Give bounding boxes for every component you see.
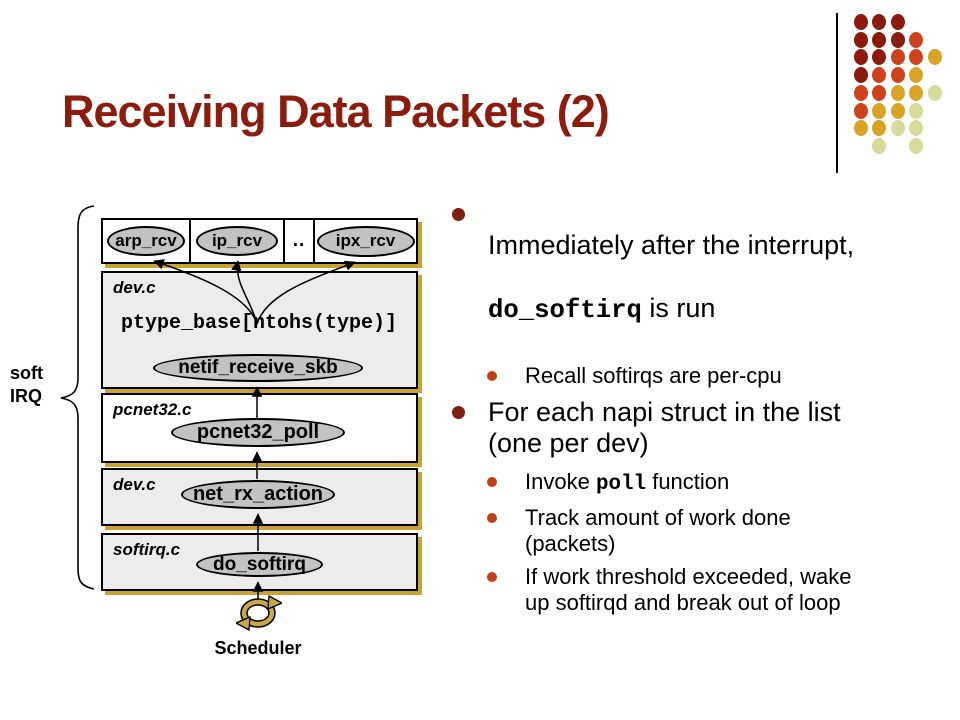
ptype-base-code: ptype_base[ntohs(type)] [121, 312, 398, 335]
bullet-suffix: is run [641, 292, 716, 323]
bullet-dot-level2 [487, 572, 497, 583]
ellipsis-cell: .. [285, 220, 315, 262]
decoration-dot [909, 31, 924, 48]
decoration-dot [872, 67, 887, 84]
cycle-arrows-icon [236, 595, 282, 631]
decoration-dot [854, 102, 868, 119]
ipx-rcv-ellipse: ipx_rcv [316, 225, 415, 257]
pcnet32-c-label: pcnet32.c [113, 400, 192, 419]
bullet-item-2-sub-1: Invoke poll function [445, 469, 950, 497]
decoration-dot [872, 31, 887, 48]
decoration-dot [890, 49, 905, 66]
decoration-dot [872, 14, 887, 30]
decoration-dot [927, 84, 942, 101]
bullet-dot-level2 [487, 371, 497, 381]
bullet-list: Immediately after the interrupt, do_soft… [445, 199, 950, 615]
bullet-item-2-sub-3: If work threshold exceeded, wake up soft… [445, 564, 950, 615]
bullet-text: Immediately after the interrupt, do_soft… [488, 199, 854, 357]
decoration-dot [854, 31, 868, 48]
ip-rcv-ellipse: ip_rcv [196, 226, 278, 256]
bullet-line: Immediately after the interrupt, [488, 230, 855, 261]
decoration-dot [872, 102, 887, 119]
soft-irq-brace [60, 205, 95, 590]
decoration-dot [890, 67, 905, 84]
bullet-text: Recall softirqs are per-cpu [525, 363, 782, 388]
dev-c-label: dev.c [113, 278, 156, 297]
bullet-item-2: For each napi struct in the list (one pe… [445, 397, 950, 460]
bullet-text: If work threshold exceeded, wake up soft… [525, 564, 852, 615]
decoration-dot [854, 120, 868, 137]
do-softirq-ellipse: do_softirq [196, 552, 323, 577]
decoration-dot [872, 137, 887, 154]
decoration-dot [854, 84, 868, 101]
bullet-item-1-sub-1: Recall softirqs are per-cpu [445, 363, 950, 389]
code-do-softirq: do_softirq [488, 295, 642, 325]
decoration-dot [854, 67, 868, 84]
arp-rcv-ellipse: arp_rcv [107, 226, 185, 256]
decoration-dot [909, 49, 924, 66]
arp-cell: arp_rcv [103, 220, 191, 262]
scheduler-label: Scheduler [214, 638, 302, 658]
decoration-dot [909, 84, 924, 101]
bullet-dot-level2 [487, 513, 497, 524]
bullet-text: For each napi struct in the list (one pe… [488, 396, 841, 458]
bullet-dot-level1 [452, 405, 465, 419]
decoration-dot [854, 14, 868, 30]
decoration-dot [890, 102, 905, 119]
bullet-pre: Invoke [525, 469, 596, 495]
decoration-dot [872, 120, 887, 137]
decoration-dot [872, 84, 887, 101]
decoration-dot-grid [854, 14, 954, 174]
slide-title: Receiving Data Packets (2) [62, 86, 610, 137]
bullet-item-2-sub-2: Track amount of work done (packets) [445, 505, 950, 556]
softirq-c-label: softirq.c [113, 540, 181, 559]
decoration-dot [872, 49, 887, 66]
bullet-dot-level1 [452, 208, 465, 221]
decoration-dot [927, 49, 942, 66]
bullet-dot-level2 [487, 477, 497, 488]
decoration-dot [909, 67, 924, 84]
net-rx-action-ellipse: net_rx_action [181, 480, 335, 509]
ipx-cell: ipx_rcv [315, 220, 416, 262]
bullet-post: function [646, 469, 730, 495]
decoration-dot [854, 49, 868, 66]
protocol-handlers-box: arp_rcv ip_rcv .. ipx_rcv [101, 218, 418, 264]
netif-receive-skb-ellipse: netif_receive_skb [153, 354, 363, 382]
decoration-dot [890, 31, 905, 48]
decoration-vertical-line [836, 13, 838, 173]
decoration-dot [890, 84, 905, 101]
soft-irq-label: soft IRQ [10, 363, 43, 407]
ip-cell: ip_rcv [191, 220, 285, 262]
bullet-line: do_softirq is run [488, 293, 854, 326]
ellipsis-text: .. [292, 230, 306, 251]
bullet-item-1: Immediately after the interrupt, do_soft… [445, 199, 950, 357]
code-poll: poll [595, 473, 647, 497]
decoration-dot [890, 14, 905, 30]
bullet-text: Invoke poll function [525, 469, 729, 497]
decoration-dot [909, 120, 924, 137]
bullet-text: Track amount of work done (packets) [525, 505, 791, 556]
decoration-dot [909, 137, 924, 154]
dev-c-label-2: dev.c [113, 475, 156, 494]
decoration-dot [890, 120, 905, 137]
decoration-dot [909, 102, 924, 119]
pcnet32-poll-ellipse: pcnet32_poll [171, 418, 345, 447]
